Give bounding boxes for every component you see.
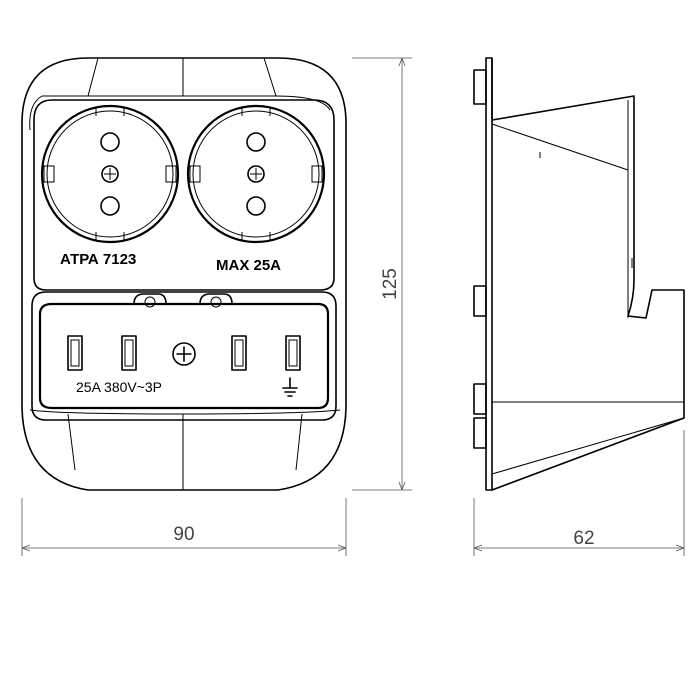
upper-panel bbox=[33, 99, 335, 291]
side-profile bbox=[485, 57, 685, 491]
model-label: АТРА 7123 bbox=[60, 251, 136, 268]
rating-label: 25A 380V~3P bbox=[76, 379, 162, 395]
max-current-label: MAX 25A bbox=[216, 257, 281, 274]
side-dimensions: 62 bbox=[473, 430, 685, 556]
socket-right bbox=[186, 104, 326, 244]
three-phase-socket: 25A 380V~3P bbox=[31, 291, 337, 421]
socket-left bbox=[40, 104, 180, 244]
front-dimensions: 90 125 bbox=[21, 57, 412, 556]
housing-outline bbox=[21, 57, 347, 491]
dim-height: 125 bbox=[380, 268, 401, 300]
dim-width: 90 bbox=[173, 524, 194, 545]
ground-icon bbox=[282, 377, 298, 397]
side-view bbox=[473, 57, 685, 491]
dim-depth: 62 bbox=[573, 528, 594, 549]
front-view: АТРА 7123 MAX 25A 25A 380V~3P bbox=[21, 57, 347, 491]
